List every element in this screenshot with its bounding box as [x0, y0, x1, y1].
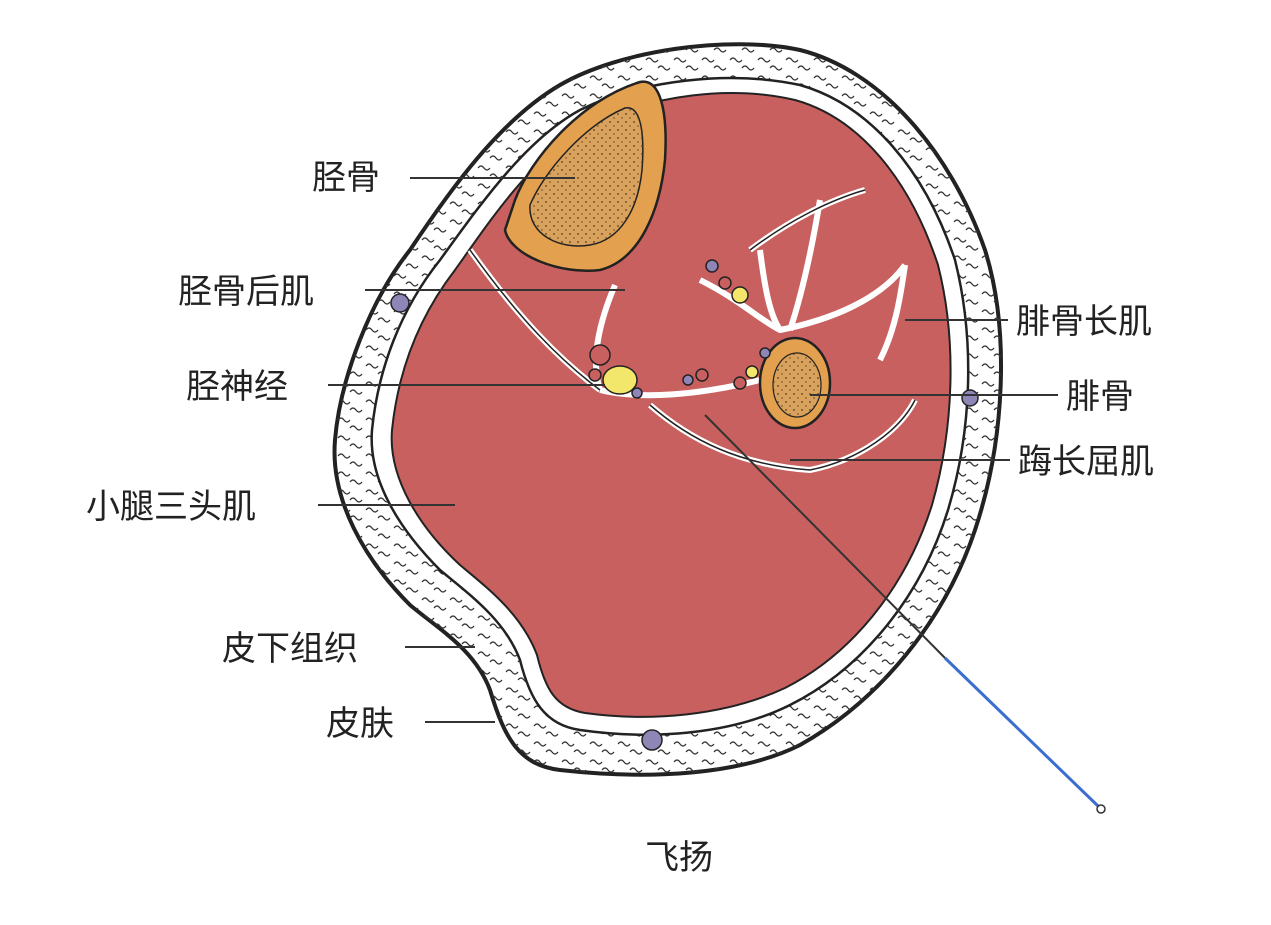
label-skin: 皮肤: [326, 704, 394, 744]
needle-shaft-inner: [704, 414, 946, 659]
needle-handle-icon: [1096, 804, 1106, 814]
label-tibial-nerve: 胫神经: [186, 367, 288, 407]
leader-lines: [318, 177, 1058, 723]
label-fibula: 腓骨: [1066, 377, 1134, 417]
neurovascular-bundles: [390, 259, 979, 751]
label-triceps-surae: 小腿三头肌: [86, 487, 256, 527]
needle: [943, 656, 1100, 808]
label-tibia: 胫骨: [312, 158, 380, 198]
label-subcutaneous: 皮下组织: [222, 629, 358, 669]
label-peroneus-longus: 腓骨长肌: [1016, 302, 1152, 342]
label-tibialis-posterior: 胫骨后肌: [178, 272, 314, 312]
diagram-title: 飞扬: [645, 838, 713, 878]
label-flexor-hallucis-longus: 踇长屈肌: [1018, 442, 1154, 482]
